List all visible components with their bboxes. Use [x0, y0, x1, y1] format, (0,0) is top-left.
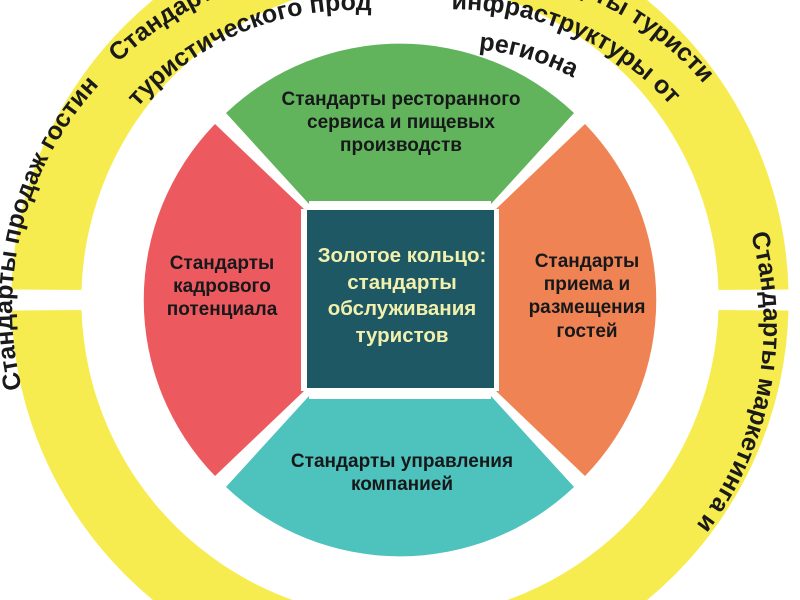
inner-segment-green[interactable]	[226, 43, 574, 205]
inner-segment-teal[interactable]	[226, 396, 574, 557]
outer-ring-quadrant-bottom-left[interactable]	[11, 310, 394, 600]
outer-ring-quadrant-top-left[interactable]	[11, 0, 394, 290]
inner-segment-red[interactable]	[143, 124, 304, 476]
inner-segment-orange[interactable]	[496, 124, 657, 476]
outer-ring-group	[11, 0, 789, 600]
outer-ring-quadrant-bottom-right[interactable]	[406, 310, 789, 600]
inner-wheel-group	[143, 43, 657, 557]
center-core[interactable]	[307, 210, 494, 388]
outer-ring-quadrant-top-right[interactable]	[406, 0, 789, 290]
